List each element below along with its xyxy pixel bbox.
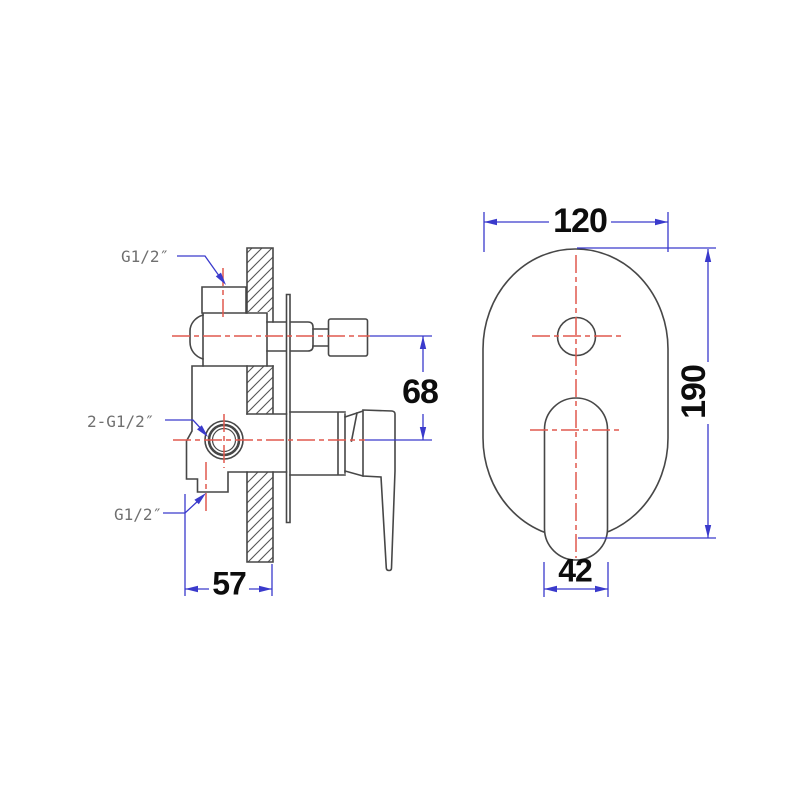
leader-inlet-top xyxy=(177,255,223,281)
valve-nose-cap xyxy=(189,313,205,361)
annotation-text: G1/2″ 2-G1/2″ G1/2″ 68 57 120 190 42 xyxy=(87,202,713,601)
dim-68-arrow-bottom xyxy=(419,427,427,440)
wall-hatch-bottom xyxy=(247,472,273,562)
dim-190-lines xyxy=(577,247,716,539)
leader-inlets-mid-arrow xyxy=(197,425,208,437)
dim-190-arrow-top xyxy=(704,249,712,262)
dim-42-arrow-right xyxy=(595,585,608,593)
dim-190-arrow-bottom xyxy=(704,525,712,538)
dim-42-arrow-left xyxy=(544,585,557,593)
leader-outlet-bottom xyxy=(163,499,200,514)
dim-57-arrow-right xyxy=(259,585,272,593)
dim-120-lines xyxy=(483,212,669,252)
upper-valve-body xyxy=(202,312,268,367)
dim-42-value: 42 xyxy=(558,552,592,588)
leader-inlet-top-arrow xyxy=(215,272,226,285)
diverter-neck xyxy=(266,321,287,352)
dim-57-arrow-left xyxy=(185,585,198,593)
side-section-view xyxy=(185,247,396,572)
label-inlet-top: G1/2″ xyxy=(121,247,169,266)
leader-outlet-bottom-arrow xyxy=(194,493,206,505)
diverter-knob xyxy=(327,318,369,357)
label-outlet-bottom: G1/2″ xyxy=(114,505,162,524)
wall-hatch-middle xyxy=(247,366,273,414)
wall-outline xyxy=(246,247,274,563)
dim-57-lines xyxy=(184,494,273,596)
top-inlet-port xyxy=(201,286,247,314)
faceplate-side xyxy=(285,293,291,524)
dim-68-lines xyxy=(365,335,432,441)
handle-lever xyxy=(362,409,396,572)
dim-120-arrow-left xyxy=(484,218,497,226)
dim-57-value: 57 xyxy=(212,565,246,601)
handle-assembly xyxy=(289,409,396,572)
dim-68-value: 68 xyxy=(402,373,438,411)
mixer-body-outline xyxy=(185,365,288,493)
label-inlets-mid: 2-G1/2″ xyxy=(87,412,154,431)
leader-inlets-mid xyxy=(165,419,205,433)
wall-hatch-top xyxy=(247,248,273,312)
diverter-assembly xyxy=(189,286,369,367)
handle-cone xyxy=(343,409,365,477)
dim-190-value: 190 xyxy=(675,365,713,419)
dim-120-arrow-right xyxy=(655,218,668,226)
dimension-lines xyxy=(163,212,716,597)
centerlines xyxy=(172,255,622,558)
wall-section xyxy=(246,247,274,563)
dim-68-arrow-top xyxy=(419,336,427,349)
cartridge-body xyxy=(289,411,346,476)
diverter-stem xyxy=(312,328,329,347)
dim-120-value: 120 xyxy=(553,202,607,240)
